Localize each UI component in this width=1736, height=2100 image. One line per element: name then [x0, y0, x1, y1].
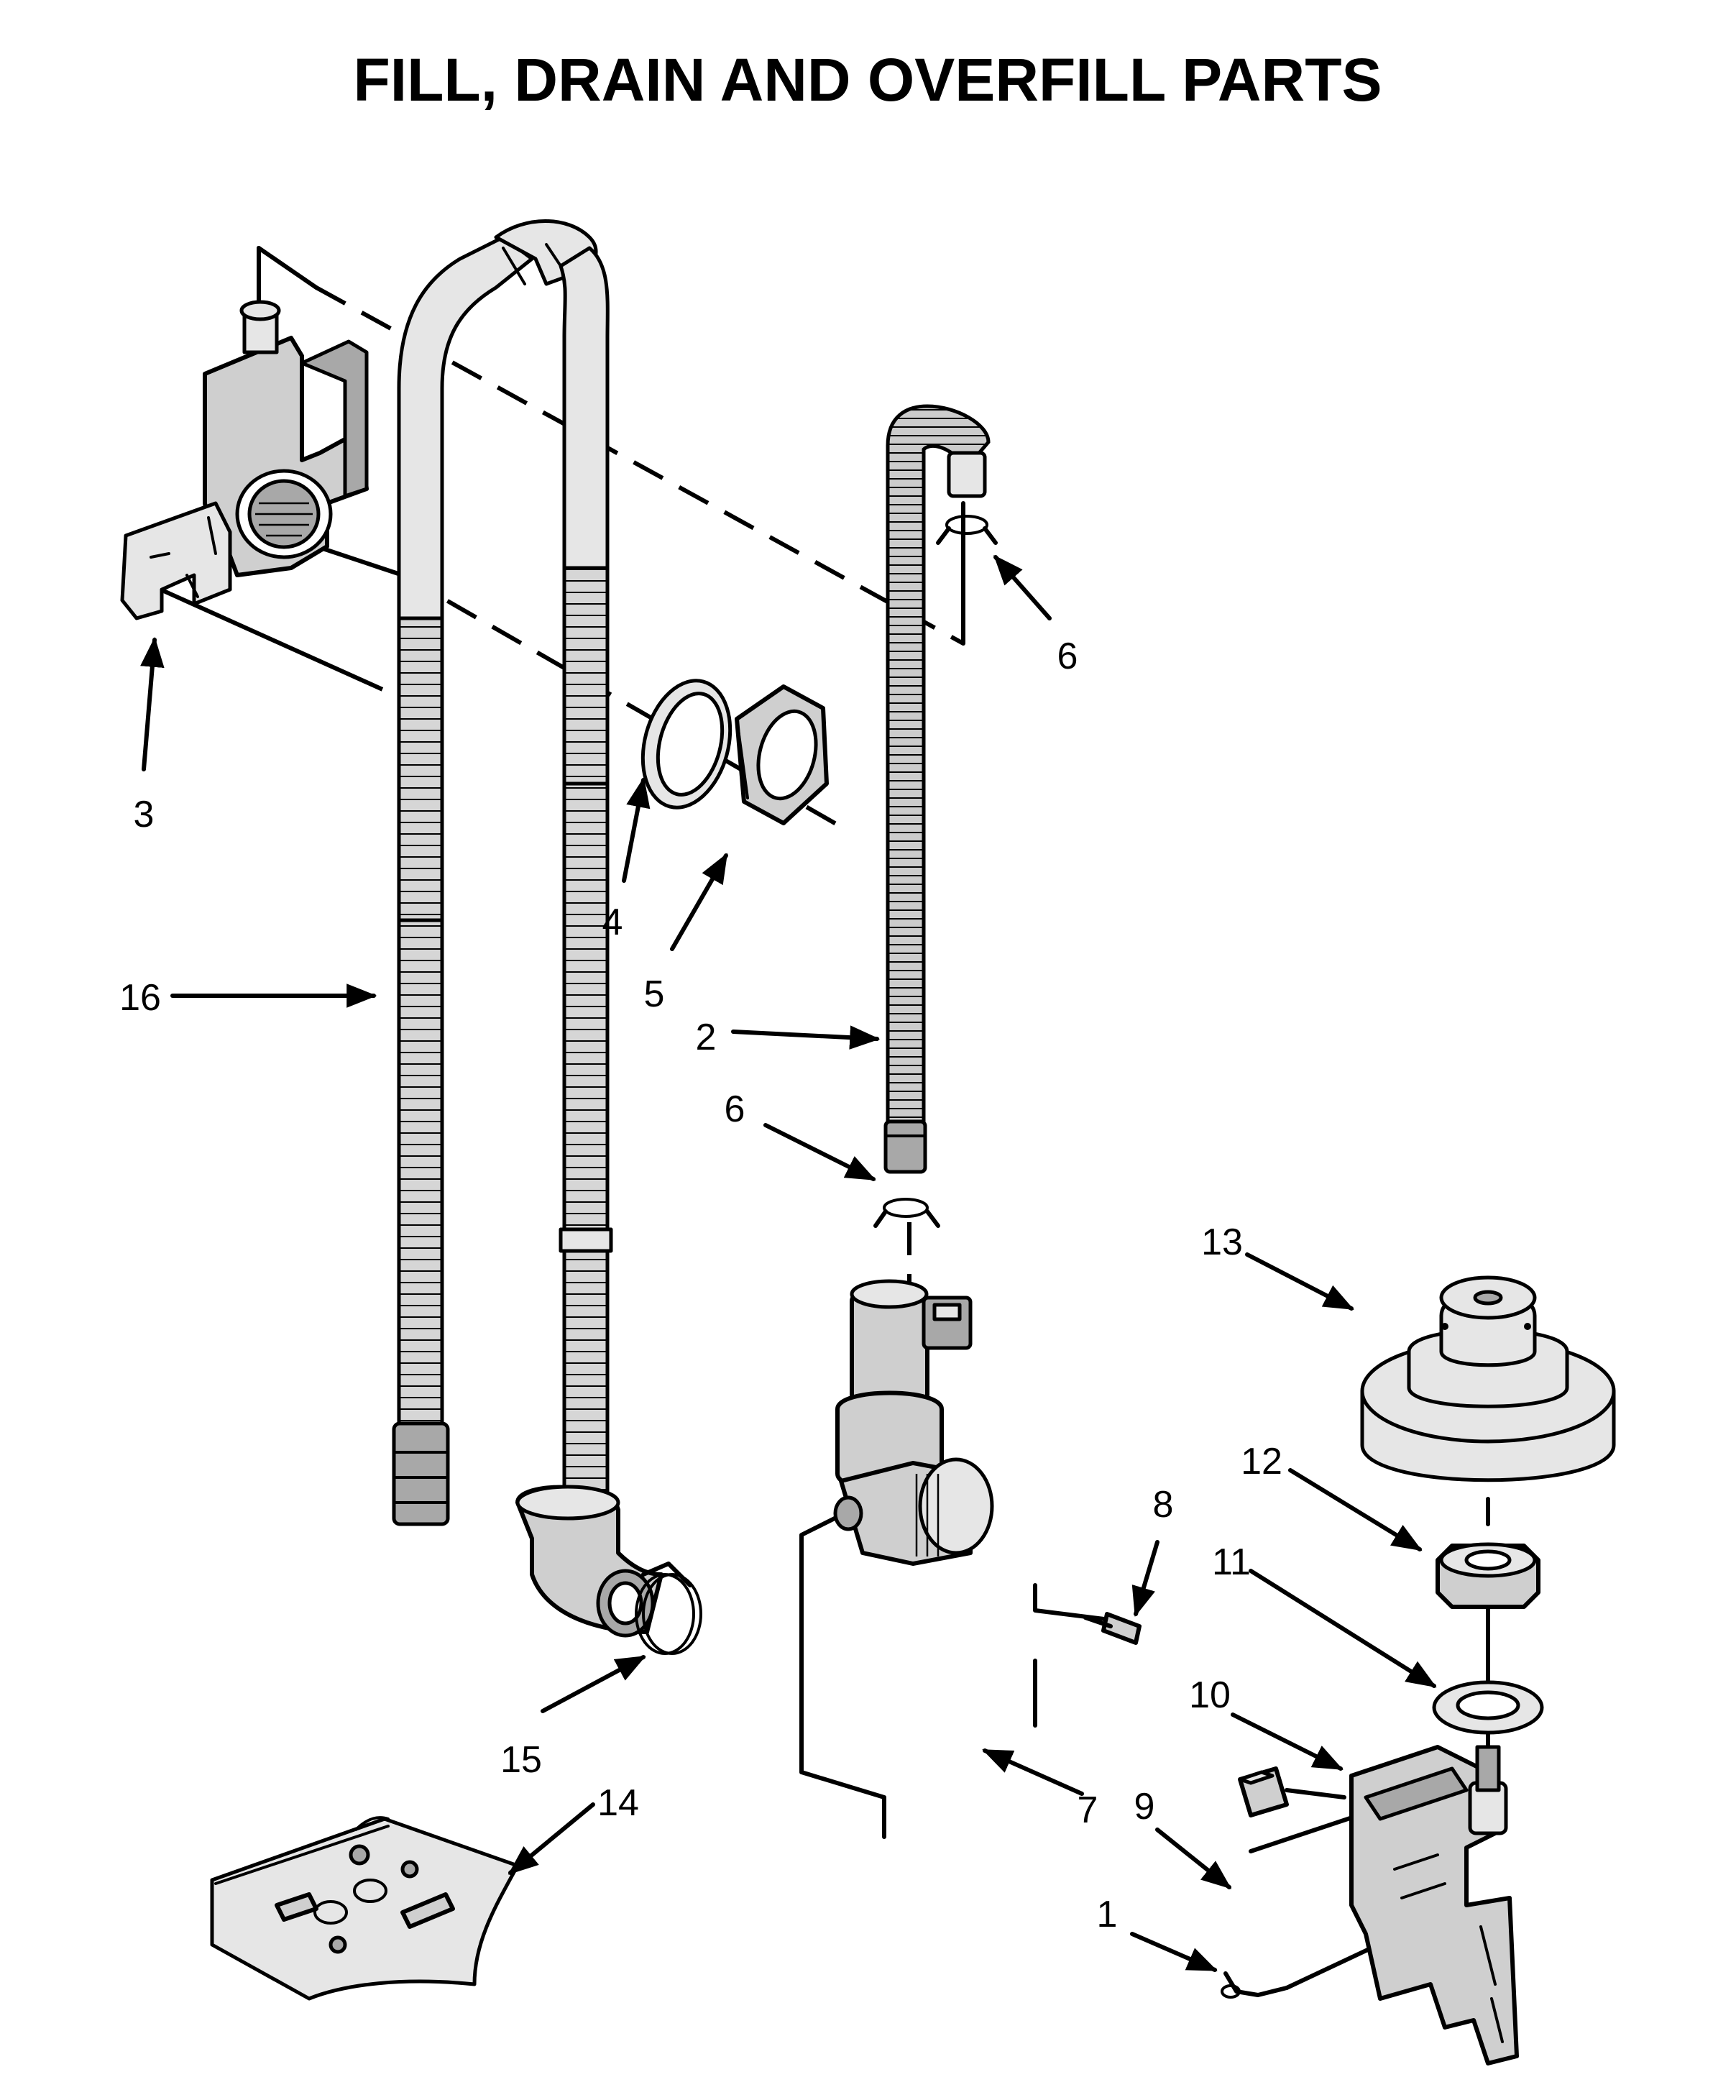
washer-part: [1432, 1680, 1544, 1735]
callout-4: 4: [602, 902, 623, 943]
water-inlet-valve-part: [833, 1279, 994, 1566]
callout-6-bottom: 6: [725, 1088, 745, 1130]
callout-13: 13: [1201, 1221, 1243, 1263]
drain-hose-part: [392, 219, 663, 1638]
wire-clip-part: [1221, 1971, 1289, 1999]
callout-14: 14: [597, 1782, 639, 1824]
callout-5: 5: [644, 973, 665, 1015]
assembly-lines: [134, 246, 1490, 1990]
callout-leaders: [140, 554, 1437, 1972]
callout-1: 1: [1097, 1894, 1118, 1935]
callout-6-top: 6: [1057, 636, 1078, 677]
diagram-title: FILL, DRAIN AND OVERFILL PARTS: [353, 46, 1382, 114]
hardware-bag-part: [210, 1816, 520, 2001]
spring-clamp-part: [635, 1562, 702, 1655]
callout-15: 15: [500, 1739, 542, 1781]
callout-labels: 3 16 4 5 2 6 6 7 8 9 1 10 11 12 13 14 15: [119, 636, 1282, 1935]
lock-nut-part: [735, 684, 829, 825]
overfill-bracket-part: [1349, 1745, 1519, 2065]
nut-part: [1436, 1542, 1540, 1609]
callout-9: 9: [1134, 1786, 1155, 1828]
overfill-switch-part: [1238, 1766, 1289, 1817]
hose-clamp-bottom: [873, 1198, 940, 1228]
screw-part: [1083, 1612, 1142, 1645]
gasket-part: [640, 679, 732, 810]
callout-12: 12: [1241, 1441, 1282, 1482]
callout-3: 3: [134, 794, 155, 835]
callout-8: 8: [1153, 1484, 1174, 1526]
hose-clamp-top: [936, 515, 998, 545]
drain-hose-bracket-part: [120, 300, 369, 620]
callout-7: 7: [1078, 1789, 1098, 1831]
callout-16: 16: [119, 977, 161, 1019]
fill-hose-part: [883, 404, 991, 1174]
callout-10: 10: [1189, 1674, 1231, 1716]
float-part: [1360, 1275, 1616, 1482]
callout-11: 11: [1212, 1541, 1251, 1583]
callout-2: 2: [696, 1017, 717, 1058]
